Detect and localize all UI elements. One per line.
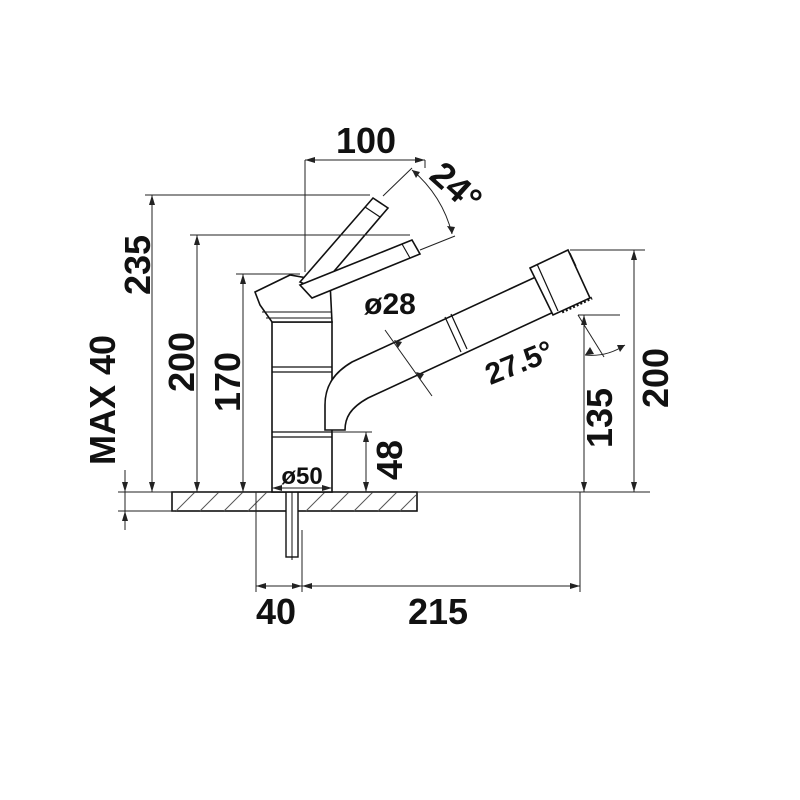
dim-top-width [304,157,426,272]
label-spray-angle: 27.5° [481,335,559,392]
label-base-diameter: ø50 [281,463,322,490]
label-bottom-40: 40 [256,591,296,632]
label-height-170: 170 [207,352,248,412]
label-base-height: 48 [369,440,410,480]
label-lever-angle: 24° [422,153,490,220]
label-height-135: 135 [579,388,620,448]
dim-height-200-right [570,249,645,492]
spray-nozzle [561,296,593,314]
dim-base-height [332,431,372,492]
dim-lever-angle [382,167,456,251]
lever-handle-alt-position [298,238,422,299]
faucet-body [271,321,333,493]
label-height-200-right: 200 [635,348,676,408]
dim-height-235 [145,194,370,492]
dim-spout-diameter [384,329,433,397]
spout [324,248,593,431]
label-bottom-215: 215 [408,591,468,632]
dim-height-135 [578,314,590,492]
label-max-deck: MAX 40 [82,335,123,465]
dim-height-170 [236,273,300,492]
dim-bottom [255,492,581,592]
dim-base-diameter [272,485,332,491]
dim-max-deck [118,470,175,530]
dim-height-200-left [190,234,410,492]
label-spout-diameter: ø28 [364,288,416,321]
countertop-hatching [175,491,417,512]
label-height-235: 235 [117,235,158,295]
label-height-200-left: 200 [161,332,202,392]
label-top-width: 100 [336,120,396,161]
